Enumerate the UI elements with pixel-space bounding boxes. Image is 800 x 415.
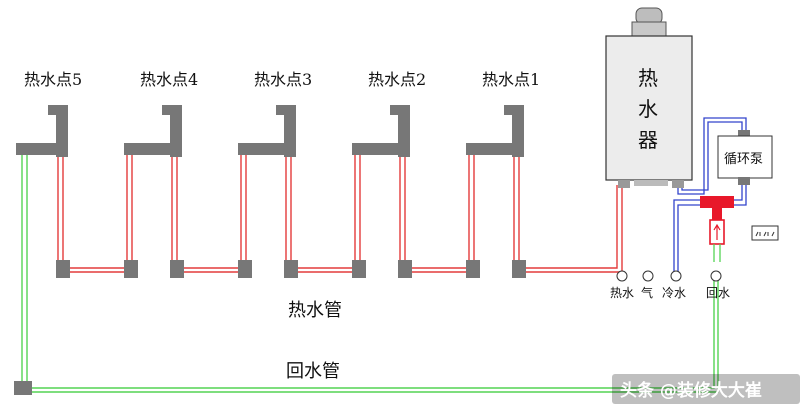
pump-top-connector <box>738 130 750 138</box>
heater-bottom-left <box>618 180 630 188</box>
gas-port <box>642 270 654 282</box>
return-port <box>710 270 722 282</box>
hot-point-label-4: 热水点4 <box>140 70 198 89</box>
return-pipe-line <box>21 152 719 393</box>
circulation-pump: 循环泵 <box>717 130 773 185</box>
hot-pipe-outer <box>57 149 623 273</box>
heater-bottom-mid <box>634 180 668 186</box>
gas-port-label: 气 <box>641 285 653 300</box>
watermark-text: 头条 @装修大大崔 <box>620 380 762 401</box>
port-labels: 热水 气 冷水 回水 <box>610 285 730 300</box>
hot-pipe-label: 热水管 <box>288 300 342 321</box>
socket-icon <box>751 225 779 241</box>
cold-port-label: 冷水 <box>662 286 686 300</box>
return-water-pipe <box>21 152 719 393</box>
return-pipe-label: 回水管 <box>286 361 340 382</box>
heater-label-1: 热 <box>638 66 658 90</box>
pump-bottom-connector <box>738 177 750 185</box>
pump-label: 循环泵 <box>724 152 763 167</box>
faucet-5 <box>14 105 138 395</box>
fittings <box>14 105 526 395</box>
pump-body <box>717 135 773 179</box>
heater-label-3: 器 <box>638 128 658 152</box>
faucet-3 <box>246 105 366 278</box>
hot-point-label-1: 热水点1 <box>482 70 540 89</box>
return-port-label: 回水 <box>706 286 730 300</box>
tee-fitting <box>700 196 734 262</box>
hot-point-labels: 热水点5 热水点4 热水点3 热水点2 热水点1 <box>24 70 540 89</box>
tee-stem <box>712 196 722 220</box>
hot-point-label-2: 热水点2 <box>368 70 426 89</box>
cold-port <box>670 270 682 282</box>
watermark: 头条 @装修大大崔 <box>612 374 800 404</box>
hot-port <box>616 270 628 282</box>
valve-to-return-pipe <box>713 244 721 262</box>
cold-water-pipe <box>673 117 747 272</box>
cold-pipe-line <box>673 199 700 272</box>
water-heater: 热 水 器 <box>605 7 693 188</box>
faucet-2 <box>360 105 480 278</box>
heater-label-2: 水 <box>638 97 658 121</box>
circulation-pipe-to-heater <box>677 117 747 195</box>
hot-point-label-3: 热水点3 <box>254 70 312 89</box>
hot-pipe-inner <box>62 150 618 269</box>
faucet-4 <box>132 105 252 278</box>
ports <box>616 270 722 282</box>
hot-water-pipe <box>57 149 623 273</box>
heater-flue-base <box>631 21 667 37</box>
check-valve-arrow <box>713 223 721 240</box>
hot-point-label-5: 热水点5 <box>24 70 82 89</box>
hot-port-label: 热水 <box>610 286 634 300</box>
faucet-1 <box>474 105 526 278</box>
heater-bottom-right <box>672 180 684 188</box>
